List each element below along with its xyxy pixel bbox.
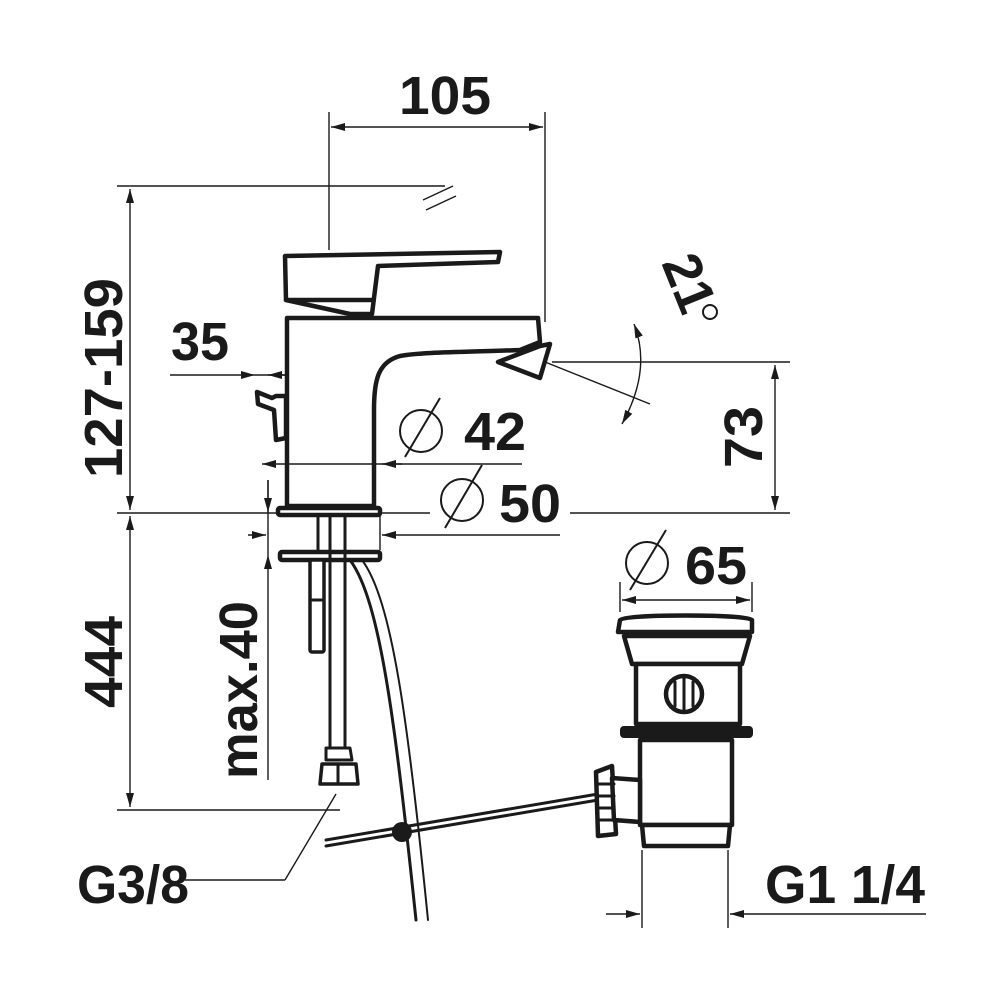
hose-nut xyxy=(324,746,354,762)
drain-cap xyxy=(615,613,755,635)
label-42: 42 xyxy=(464,402,526,462)
dimension-angle-21: 21 xyxy=(544,245,727,425)
dimension-73: 73 xyxy=(552,361,790,510)
label-g3-8: G3/8 xyxy=(77,855,189,915)
dimension-g1-1-4: G1 1/4 xyxy=(606,850,926,928)
degree-symbol-icon xyxy=(702,304,718,320)
waste-drain xyxy=(593,613,755,849)
dimension-127-159: 127-159 xyxy=(74,185,457,510)
label-65: 65 xyxy=(685,536,747,596)
dimension-444: 444 xyxy=(74,516,340,811)
label-127-159: 127-159 xyxy=(74,278,134,478)
faucet-main-body xyxy=(284,315,543,509)
dimension-diameter-42: 42 xyxy=(262,397,526,468)
dimension-diameter-65: 65 xyxy=(619,529,753,612)
popup-knob xyxy=(254,389,289,443)
label-max-40: max.40 xyxy=(209,601,269,779)
diameter-symbol-icon xyxy=(440,478,484,522)
label-g1-1-4: G1 1/4 xyxy=(765,855,925,915)
label-73: 73 xyxy=(714,406,774,468)
callout-g3-8: G3/8 xyxy=(77,793,337,915)
supply-hoses xyxy=(308,514,600,922)
faucet-body xyxy=(254,249,553,563)
label-35: 35 xyxy=(171,312,229,372)
label-105: 105 xyxy=(399,66,491,126)
label-50: 50 xyxy=(499,474,561,534)
diameter-symbol-icon xyxy=(625,541,669,585)
dimension-105: 105 xyxy=(328,66,546,322)
label-444: 444 xyxy=(74,616,134,708)
lever-handle xyxy=(282,249,503,317)
diameter-symbol-icon xyxy=(399,409,443,453)
dimension-max-40: max.40 xyxy=(209,480,272,780)
spout-aerator xyxy=(495,341,553,381)
